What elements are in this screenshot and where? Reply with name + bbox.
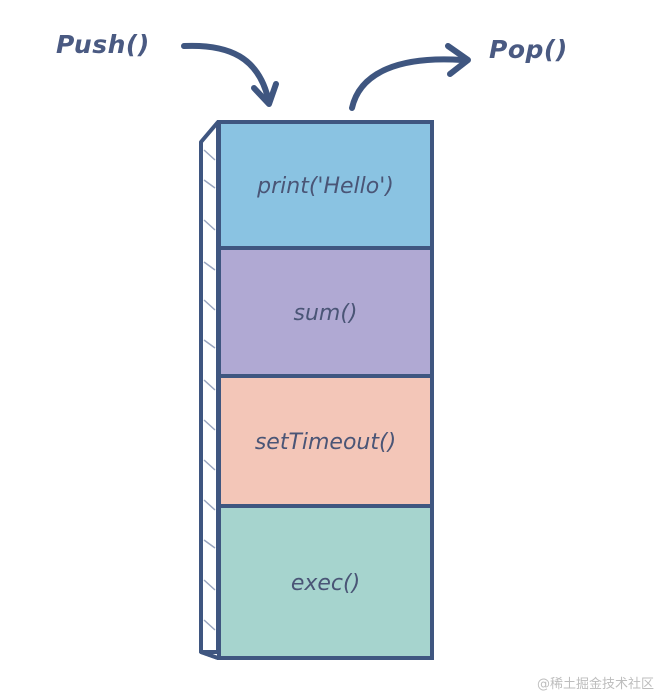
pop-label: Pop() xyxy=(489,35,568,64)
stack-frame-4 xyxy=(217,504,434,660)
watermark: @稀土掘金技术社区 xyxy=(536,677,654,692)
stack-frame-label-4: exec() xyxy=(291,571,360,596)
stack-frame-3 xyxy=(217,374,434,508)
stack-frame-label-1: print('Hello') xyxy=(256,174,394,199)
stack-frame-label-3: setTimeout() xyxy=(255,430,396,455)
pop-arrow-icon xyxy=(349,43,471,111)
stack-frames: print('Hello') sum() setTimeout() exec() xyxy=(217,120,434,660)
push-label: Push() xyxy=(56,30,150,59)
stack-frame-label-2: sum() xyxy=(293,301,357,326)
push-arrow-icon xyxy=(181,42,279,107)
